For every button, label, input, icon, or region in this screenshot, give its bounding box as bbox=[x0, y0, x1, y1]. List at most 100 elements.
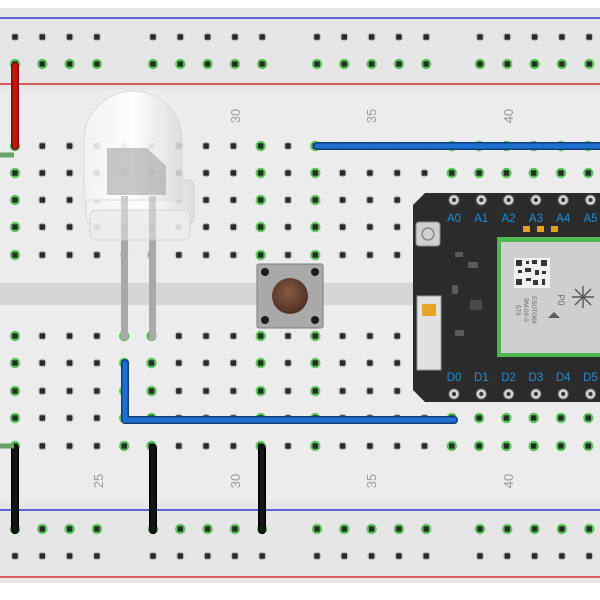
mcu-pin-hole bbox=[561, 197, 566, 203]
breadboard-hole-socket bbox=[531, 443, 537, 449]
breadboard-hole-socket bbox=[367, 333, 373, 339]
breadboard-hole-socket bbox=[39, 197, 45, 203]
breadboard-hole-socket bbox=[258, 197, 264, 203]
mcu-pin-hole bbox=[533, 391, 539, 397]
breadboard-hole-socket bbox=[203, 388, 209, 394]
rail-hole-socket bbox=[341, 526, 347, 532]
rail-hole-socket bbox=[150, 61, 156, 67]
breadboard-hole-socket bbox=[66, 333, 73, 339]
breadboard-hole-socket bbox=[121, 443, 127, 449]
breadboard-hole-socket bbox=[285, 143, 291, 149]
push-button[interactable] bbox=[256, 263, 324, 329]
breadboard-hole-socket bbox=[66, 360, 73, 366]
rail-hole-socket bbox=[477, 526, 483, 532]
breadboard-hole-socket bbox=[12, 197, 18, 203]
breadboard-hole-socket bbox=[258, 224, 264, 230]
breadboard-hole-socket bbox=[94, 415, 100, 421]
breadboard-hole-socket bbox=[421, 170, 428, 176]
rail-hole-socket bbox=[423, 61, 429, 67]
rail-hole-socket bbox=[559, 61, 565, 67]
breadboard-hole-socket bbox=[285, 388, 291, 394]
breadboard-hole-socket bbox=[367, 388, 373, 394]
chip-text-1: ESOTO68 bbox=[530, 296, 536, 324]
blue-wire-bottom[interactable] bbox=[122, 360, 457, 423]
rail-hole-socket bbox=[368, 61, 375, 67]
breadboard-hole-socket bbox=[203, 143, 209, 149]
breadboard-hole-socket bbox=[94, 388, 100, 394]
breadboard-hole-socket bbox=[531, 415, 537, 421]
breadboard-hole-socket bbox=[94, 333, 100, 339]
rail-hole-socket bbox=[204, 553, 211, 559]
breadboard-hole-socket bbox=[176, 333, 182, 339]
breadboard-hole-socket bbox=[285, 360, 291, 366]
breadboard-hole-socket bbox=[66, 415, 73, 421]
rail-hole-socket bbox=[204, 34, 211, 40]
rail-hole-socket bbox=[396, 61, 402, 67]
breadboard-hole-socket bbox=[230, 197, 237, 203]
breadboard-hole-socket bbox=[367, 197, 373, 203]
mcu-pin-hole bbox=[533, 197, 539, 203]
breadboard-hole-socket bbox=[176, 252, 182, 258]
breadboard-hole-socket bbox=[258, 170, 264, 176]
mcu-pin-label: A5 bbox=[583, 213, 597, 225]
breadboard-hole-socket bbox=[12, 360, 18, 366]
breadboard-hole-socket bbox=[12, 388, 18, 394]
chip-label: P0 bbox=[556, 294, 566, 305]
breadboard-hole-socket bbox=[312, 197, 318, 203]
breadboard-hole-socket bbox=[39, 388, 45, 394]
breadboard-hole-socket bbox=[39, 360, 45, 366]
rail-hole-socket bbox=[259, 553, 265, 559]
breadboard-hole-socket bbox=[148, 360, 155, 366]
breadboard-hole-socket bbox=[39, 170, 45, 176]
rail-hole-socket bbox=[504, 34, 510, 40]
rail-hole-socket bbox=[204, 61, 211, 67]
breadboard-hole-socket bbox=[230, 170, 237, 176]
rail-hole-socket bbox=[177, 553, 183, 559]
mcu-pin-label: A2 bbox=[502, 213, 516, 225]
breadboard-hole-socket bbox=[66, 224, 73, 230]
led-leg-cathode bbox=[121, 236, 128, 340]
breadboard-hole-socket bbox=[394, 170, 400, 176]
breadboard-hole-socket bbox=[148, 388, 155, 394]
led[interactable] bbox=[83, 90, 195, 340]
breadboard-hole-socket bbox=[203, 333, 209, 339]
breadboard-hole-socket bbox=[585, 443, 591, 449]
rail-hole-socket bbox=[314, 61, 320, 67]
breadboard-hole-socket bbox=[203, 170, 209, 176]
rail-hole-socket bbox=[423, 34, 429, 40]
breadboard-hole-socket bbox=[258, 252, 264, 258]
rail-hole-socket bbox=[259, 61, 265, 67]
rail-hole-socket bbox=[150, 34, 156, 40]
breadboard-hole-socket bbox=[312, 170, 318, 176]
mcu-pin-label: D5 bbox=[583, 372, 598, 384]
breadboard-hole-socket bbox=[285, 170, 291, 176]
antenna-connector bbox=[415, 221, 441, 247]
breadboard-hole-socket bbox=[230, 388, 237, 394]
push-button-cap[interactable] bbox=[272, 278, 308, 314]
breadboard-hole-socket bbox=[394, 333, 400, 339]
rail-hole-socket bbox=[150, 553, 156, 559]
breadboard-hole-socket bbox=[367, 443, 373, 449]
breadboard-hole-socket bbox=[558, 415, 564, 421]
rail-hole-socket bbox=[66, 34, 73, 40]
rail-hole-socket bbox=[204, 526, 211, 532]
mcu-pin-hole bbox=[479, 391, 484, 397]
rail-hole-socket bbox=[477, 34, 483, 40]
breadboard-hole-socket bbox=[312, 333, 318, 339]
breadboard-hole-socket bbox=[230, 360, 237, 366]
column-label: 40 bbox=[501, 474, 516, 488]
rail-hole-socket bbox=[368, 526, 375, 532]
column-labels-top: 30 35 40 bbox=[228, 109, 516, 123]
mcu-pin-hole bbox=[506, 197, 511, 203]
mcu-pin-label: D3 bbox=[529, 372, 544, 384]
rail-hole-socket bbox=[39, 61, 45, 67]
breadboard-hole-socket bbox=[203, 197, 209, 203]
star-logo-icon bbox=[572, 286, 594, 308]
rail-hole-socket bbox=[586, 553, 592, 559]
wires bbox=[0, 62, 600, 534]
breadboard-hole-socket bbox=[39, 443, 45, 449]
breadboard-hole-socket bbox=[12, 170, 18, 176]
